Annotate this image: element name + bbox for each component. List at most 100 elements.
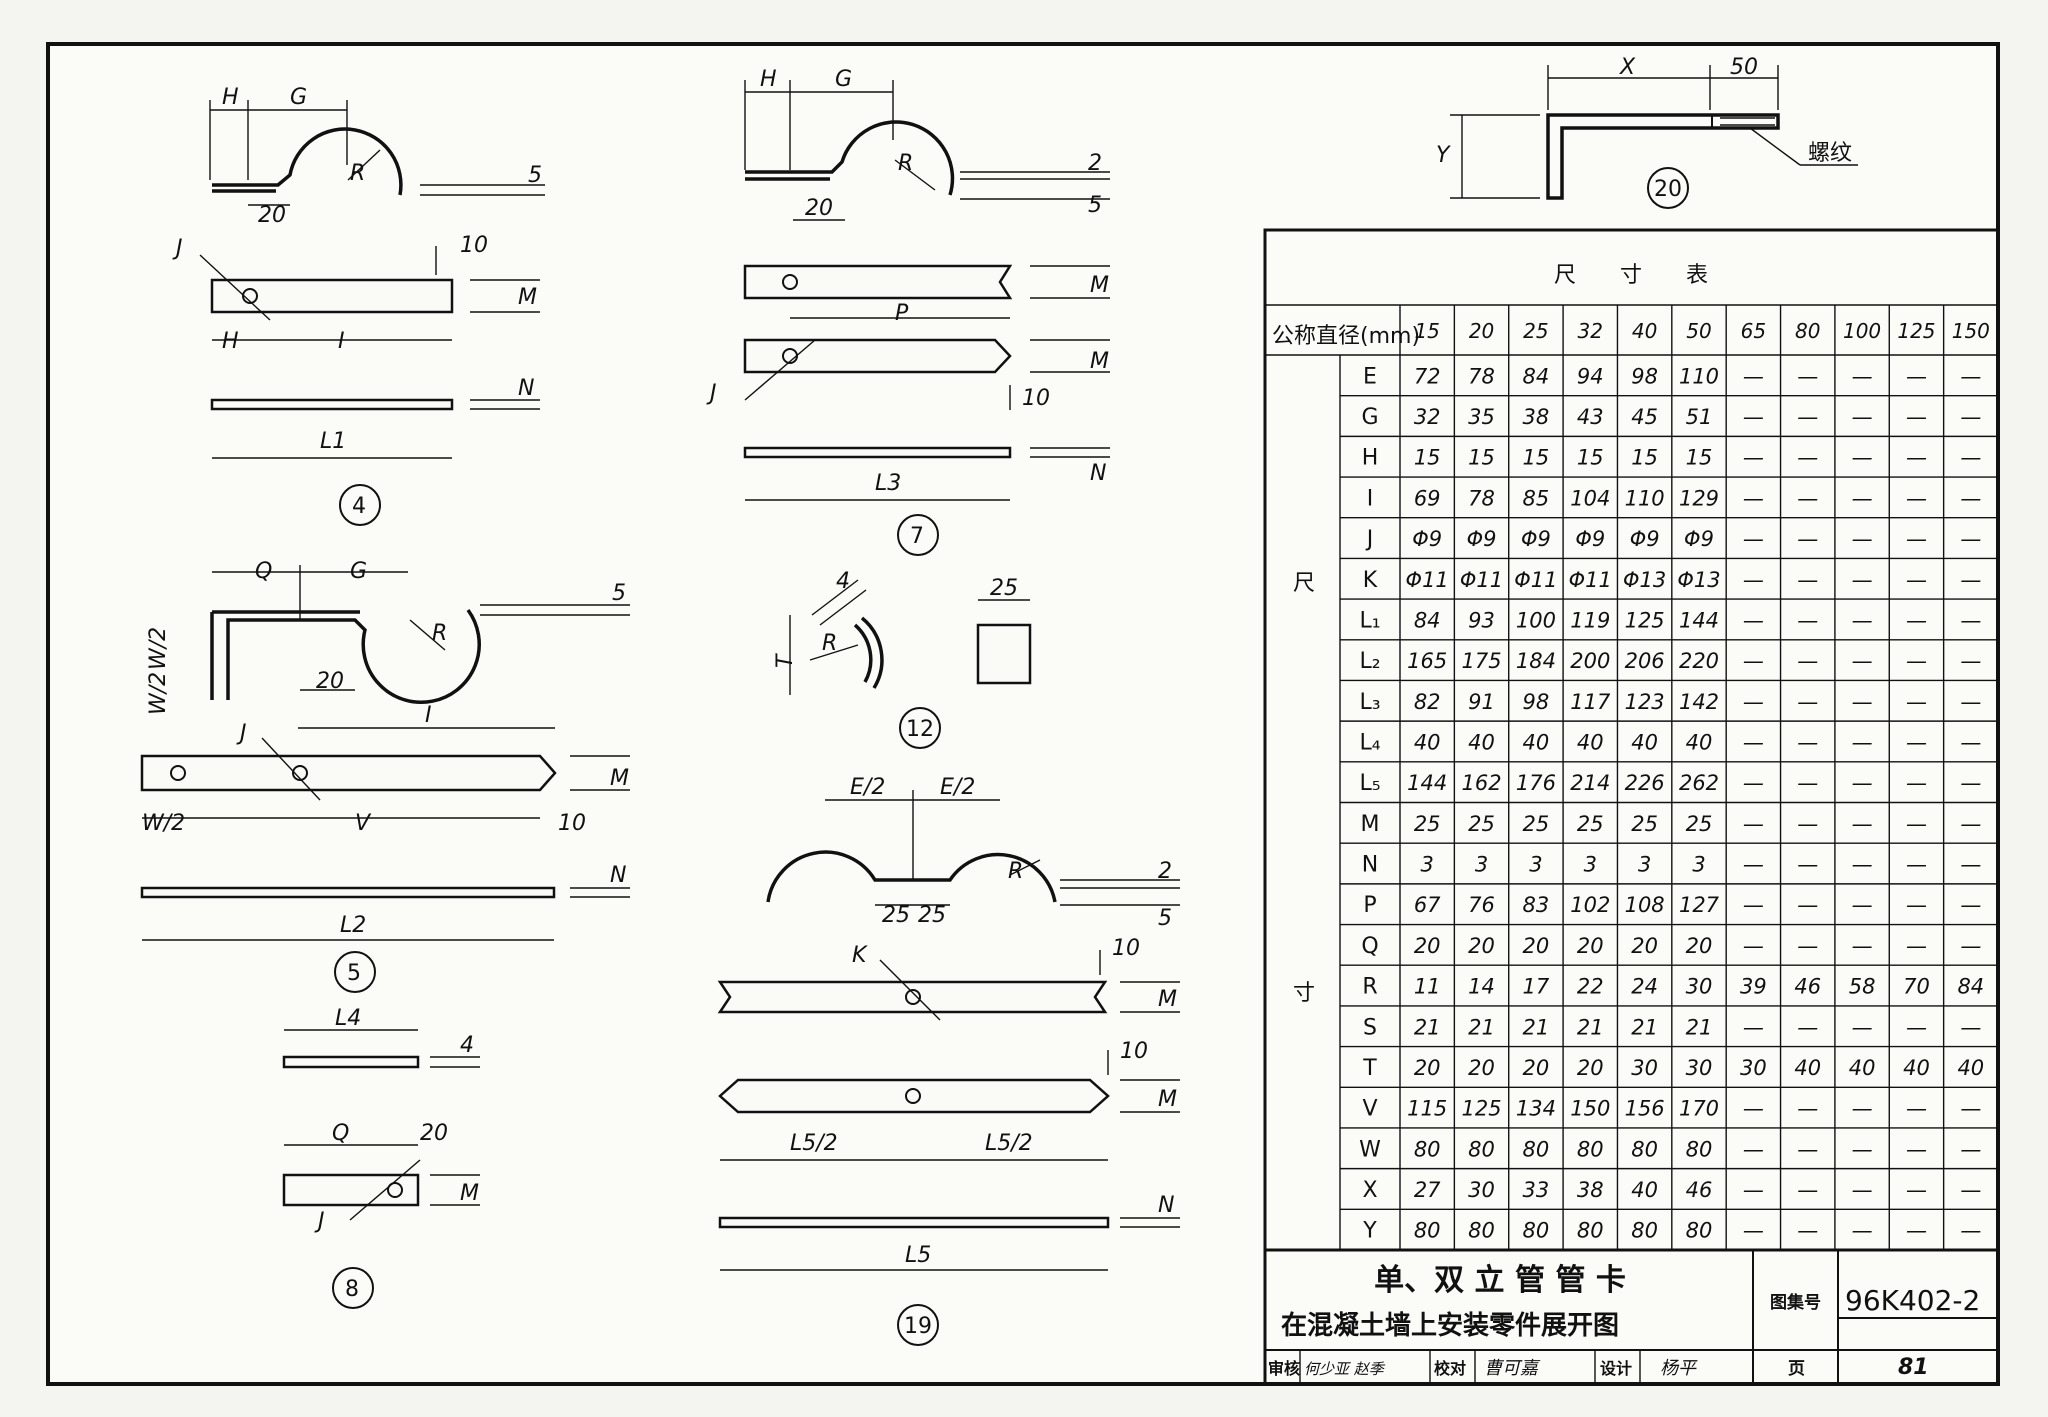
table-cell: — [1852,568,1873,592]
table-header-label: 公称直径(mm) [1272,324,1420,349]
table-cell: — [1743,405,1764,429]
dim-label-E-half-a: E/2 [850,775,885,800]
dim-label-H-4b: H [222,329,239,354]
dim-label-M-19b: M [1158,1087,1177,1112]
dim-label-L3: L3 [875,471,901,496]
table-cell: 134 [1516,1097,1556,1121]
table-cell: — [1960,1097,1981,1121]
dim-label-20-5: 20 [316,669,344,694]
table-cell: Φ9 [1630,527,1660,551]
dim-label-5-19: 5 [1158,906,1172,931]
dim-label-Q-8: Q [332,1121,349,1146]
table-row-label: J [1365,527,1374,552]
part-number-5: 5 [347,961,361,986]
table-cell: 30 [1740,1056,1767,1080]
part-number-8: 8 [345,1277,359,1302]
table-row-label: L₅ [1359,771,1380,796]
page-number: 81 [1898,1355,1929,1380]
table-cell: 25 [1631,812,1658,836]
table-cell: — [1852,1178,1873,1202]
table-cell: 20 [1686,934,1713,958]
table-cell: 43 [1577,405,1604,429]
table-cell: — [1743,771,1764,795]
part-number-7: 7 [910,524,924,549]
table-cell: — [1906,1178,1927,1202]
table-cell: 78 [1468,486,1495,510]
table-cell: 98 [1523,690,1550,714]
table-cell: — [1743,568,1764,592]
table-cell: — [1906,405,1927,429]
table-cell: — [1906,527,1927,551]
table-cell: — [1852,812,1873,836]
table-cell: — [1797,1219,1818,1243]
table-cell: — [1960,364,1981,388]
table-cell: 80 [1577,1137,1604,1161]
table-cell: — [1960,853,1981,877]
table-cell: — [1960,934,1981,958]
table-cell: 200 [1570,649,1610,673]
table-cell: 3 [1475,853,1488,877]
table-column-header: 15 [1414,319,1439,343]
table-row-label: L₄ [1359,730,1380,755]
table-cell: 40 [1631,1178,1658,1202]
table-cell: 117 [1570,690,1611,714]
table-cell: 3 [1638,853,1651,877]
dim-label-L5-half-b: L5/2 [985,1131,1033,1156]
table-cell: 20 [1523,1056,1550,1080]
table-cell: — [1797,893,1818,917]
table-cell: 40 [1468,730,1495,754]
dim-label-4-8: 4 [460,1033,474,1058]
table-cell: 46 [1794,975,1821,999]
table-cell: — [1852,893,1873,917]
table-cell: — [1960,771,1981,795]
table-cell: — [1797,527,1818,551]
table-cell: Φ13 [1677,568,1720,592]
dim-label-N-4: N [518,376,534,401]
table-cell: — [1743,649,1764,673]
table-row-label: Q [1361,934,1378,959]
dim-label-20-7: 20 [805,196,833,221]
table-cell: 98 [1631,364,1658,388]
table-cell: Φ9 [1521,527,1551,551]
table-cell: — [1960,446,1981,470]
table-cell: — [1743,1219,1764,1243]
dim-label-2-7: 2 [1088,151,1102,176]
table-cell: — [1906,690,1927,714]
part-8-drawing: L4 4 Q 20 J M 8 [282,1006,480,1309]
table-cell: — [1960,527,1981,551]
table-cell: 30 [1631,1056,1658,1080]
table-cell: 20 [1577,1056,1604,1080]
dim-label-R-12: R [822,631,837,656]
table-cell: 104 [1570,486,1610,510]
table-cell: — [1906,364,1927,388]
table-cell: — [1852,934,1873,958]
table-cell: — [1960,690,1981,714]
table-cell: — [1743,1015,1764,1039]
dim-label-R-5: R [432,621,447,646]
table-cell: 80 [1468,1137,1495,1161]
dim-label-G-4: G [290,85,307,110]
table-cell: 142 [1679,690,1719,714]
table-cell: — [1852,771,1873,795]
table-cell: 21 [1523,1015,1550,1039]
table-cell: 94 [1577,364,1604,388]
table-cell: 11 [1414,975,1441,999]
table-cell: 76 [1468,893,1495,917]
table-cell: 14 [1468,975,1495,999]
table-cell: 22 [1577,975,1604,999]
dim-label-N-19: N [1158,1193,1174,1218]
dim-label-25-12: 25 [990,576,1018,601]
part-4-drawing: H G R 20 5 J 10 M H I N L1 4 [172,85,545,526]
table-cell: Φ11 [1406,568,1449,592]
table-cell: 17 [1523,975,1550,999]
table-cell: — [1797,405,1818,429]
table-cell: 144 [1407,771,1447,795]
table-cell: — [1960,893,1981,917]
dim-label-R-4: R [350,161,365,186]
dim-label-R-19: R [1008,859,1023,884]
part-number-19: 19 [904,1314,932,1339]
table-cell: 67 [1414,893,1441,917]
table-cell: 40 [1686,730,1713,754]
dim-label-R-7: R [898,151,913,176]
